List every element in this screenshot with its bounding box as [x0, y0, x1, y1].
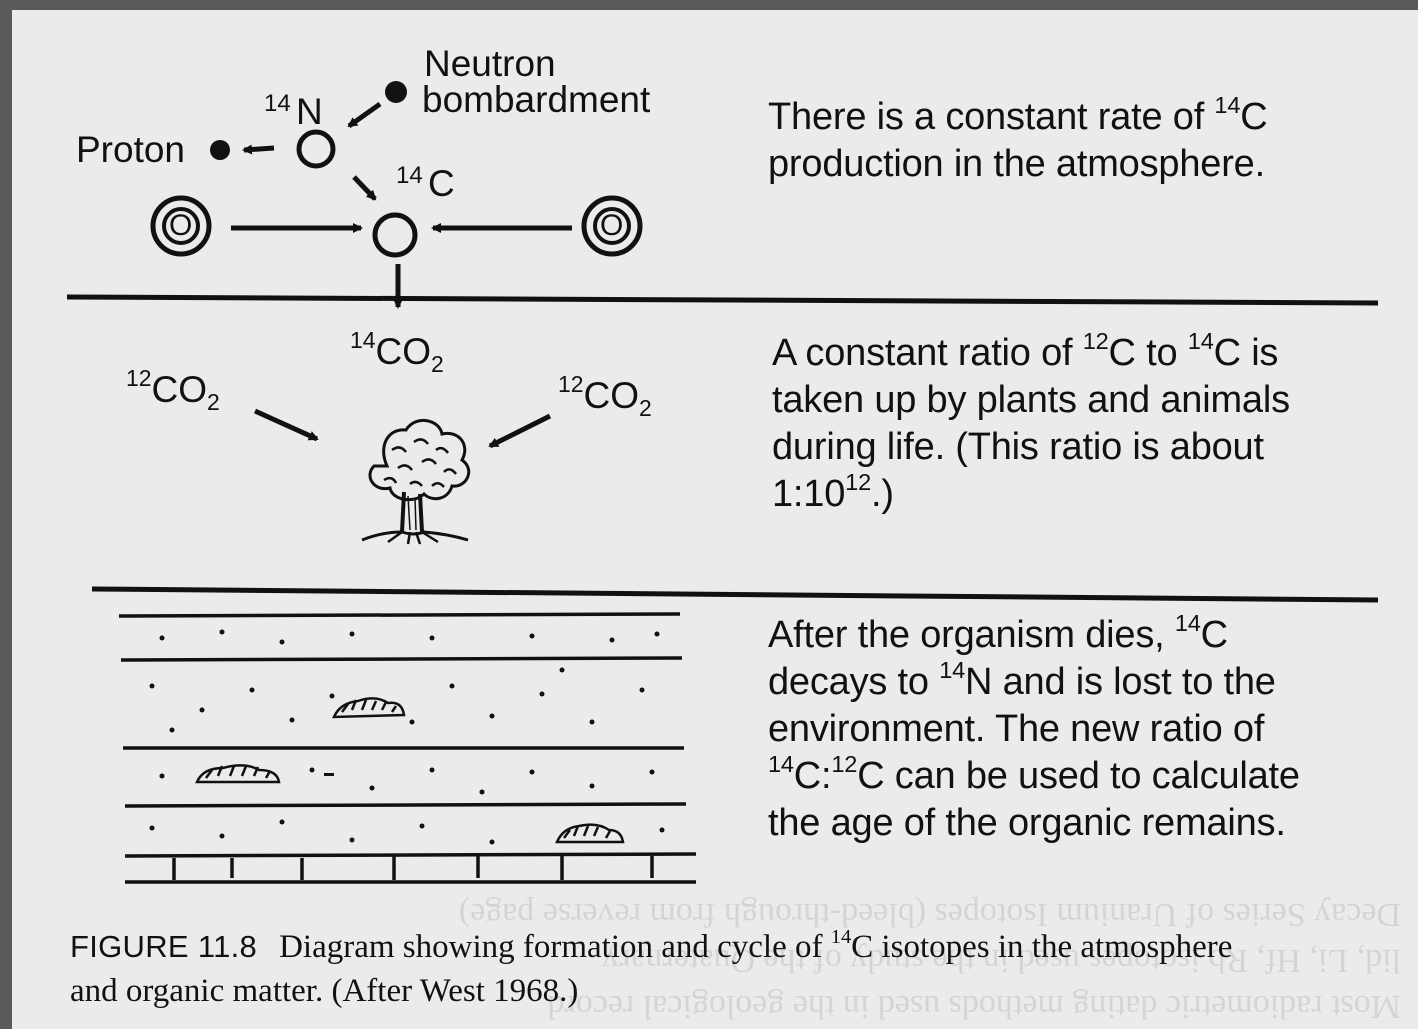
scanned-page: Most radiometric dating methods used in … [12, 10, 1418, 1029]
co2-14-label: 14CO2 [350, 326, 444, 378]
oxygen-atom-left-inner [162, 207, 200, 245]
neutron-label-line2: bombardment [422, 79, 651, 120]
nitrogen-mass-number: 14 [264, 90, 291, 117]
statement-decay-line3: environment. The new ratio of [768, 708, 1265, 750]
statement-atmosphere-line1: There is a constant rate of 14C [768, 91, 1268, 138]
statement-atmosphere: There is a constant rate of 14C producti… [768, 91, 1268, 188]
co2-right-to-tree-arrow [488, 413, 552, 449]
sediment-dots [149, 629, 665, 845]
oxygen-atom-left-outer [150, 195, 212, 257]
proton-particle [210, 140, 230, 160]
nitrogen-atom [296, 129, 336, 169]
statement-living: A constant ratio of 12C to 14C is taken … [772, 327, 1290, 518]
statement-decay-line2: decays to 14N and is lost to the [768, 656, 1276, 703]
statement-living-line2: taken up by plants and animals [772, 379, 1290, 421]
carbon14-atom [372, 212, 418, 258]
carbon14-cycle-diagram [66, 81, 1379, 884]
oxygen-atom-right-inner [593, 207, 631, 245]
statement-decay-line5: the age of the organic remains. [768, 802, 1286, 844]
neutron-particle [385, 81, 407, 103]
figure-caption-line2: and organic matter. (After West 1968.) [70, 973, 579, 1009]
statement-decay-line1: After the organism dies, 14C [768, 609, 1228, 656]
statement-living-line4: 1:1012.) [772, 468, 894, 515]
statement-atmosphere-line2: production in the atmosphere. [768, 143, 1265, 185]
carbon14-mass-number: 14 [396, 162, 423, 189]
co2-12-left-label: 12CO2 [126, 364, 220, 416]
oxygen-right-symbol: O [600, 209, 624, 242]
neutron-label-line1: Neutron [424, 43, 556, 84]
statement-decay-line4: 14C:12C can be used to calculate [768, 750, 1300, 797]
nitrogen-to-carbon-arrow [352, 175, 377, 201]
oxygen-left-symbol: O [169, 209, 193, 242]
atmosphere-divider [66, 294, 1379, 306]
fossil-remains-icon [195, 697, 625, 844]
statement-living-line3: during life. (This ratio is about [772, 426, 1264, 468]
sediment-layers [118, 612, 697, 884]
co2-left-to-tree-arrow [253, 408, 319, 442]
tree-icon [361, 419, 471, 545]
statement-decay: After the organism dies, 14C decays to 1… [768, 609, 1300, 847]
figure-label: FIGURE 11.8 [70, 929, 258, 964]
carbon14-symbol: C [428, 163, 455, 204]
co2-12-right-label: 12CO2 [558, 370, 652, 422]
statement-living-line1: A constant ratio of 12C to 14C is [772, 327, 1279, 374]
surface-divider [91, 586, 1379, 603]
nitrogen-symbol: N [296, 91, 323, 132]
proton-label: Proton [76, 129, 186, 170]
proton-arrow [242, 144, 275, 155]
oxygen-atom-right-outer [581, 195, 643, 257]
neutron-arrow [347, 101, 382, 129]
